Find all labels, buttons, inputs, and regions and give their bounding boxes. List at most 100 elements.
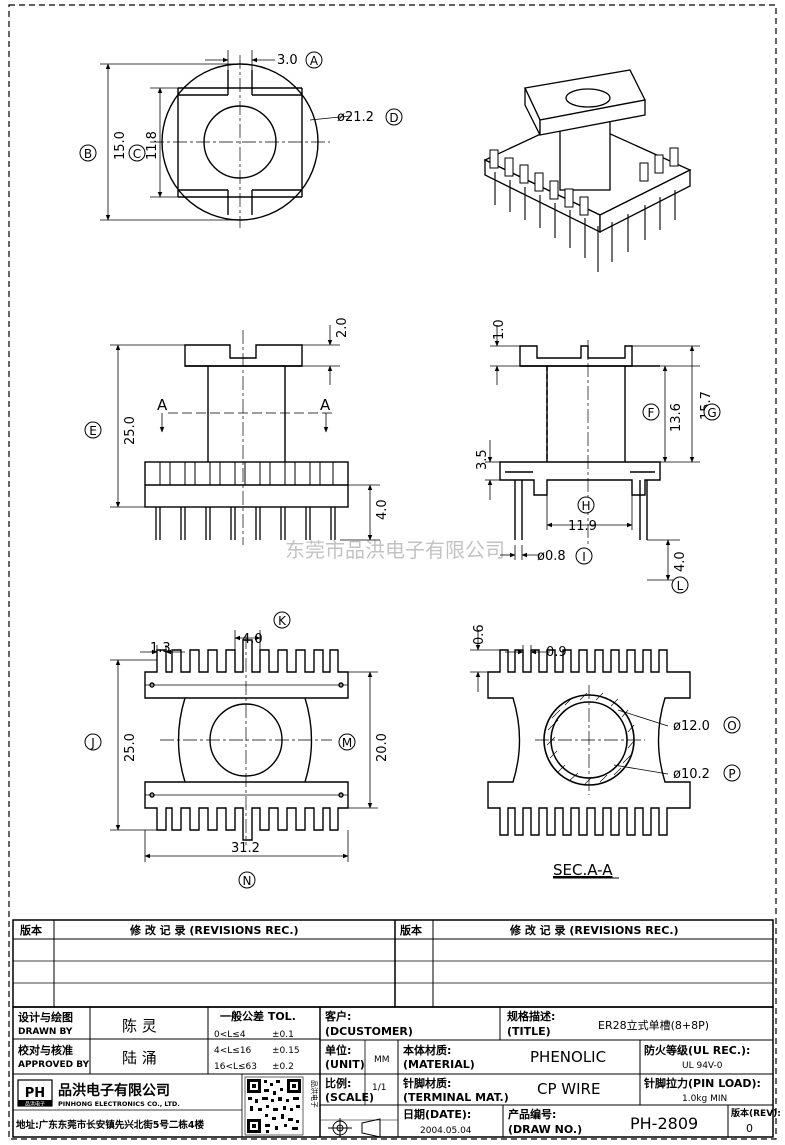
callout-b: B	[79, 144, 97, 162]
svg-text:I: I	[582, 550, 586, 564]
title-label-en: (TITLE)	[507, 1025, 551, 1038]
company-name-en: PINHONG ELECTRONICS CO., LTD.	[58, 1100, 180, 1108]
unit-value: MM	[374, 1055, 390, 1065]
top-view	[150, 55, 330, 228]
section-mark-right: A	[320, 396, 331, 414]
svg-text:L: L	[677, 579, 684, 593]
rev-value: 0	[746, 1122, 753, 1135]
projection-symbol-icon	[328, 1118, 381, 1138]
pin-load-label: 针脚拉力(PIN LOAD):	[644, 1076, 761, 1090]
front-view-dimensions	[110, 325, 380, 541]
callout-h: H	[577, 496, 595, 514]
svg-text:F: F	[648, 406, 655, 420]
svg-text:O: O	[727, 719, 736, 733]
dim-3-5: 3.5	[475, 449, 490, 470]
tol-range-3: 16<L≤63	[214, 1062, 257, 1072]
sheet-border	[8, 4, 777, 1140]
company-name-cn: 品洪电子有限公司	[58, 1082, 170, 1099]
dim-4-0-side: 4.0	[673, 551, 688, 572]
tol-value-2: ±0.15	[272, 1046, 300, 1056]
callout-n: N	[238, 871, 256, 889]
tol-value-1: ±0.1	[272, 1030, 294, 1040]
callout-k: K	[273, 611, 291, 629]
qr-code-icon	[244, 1076, 304, 1136]
approved-label-en: APPROVED BY	[18, 1060, 90, 1070]
scale-label-en: (SCALE)	[325, 1091, 374, 1104]
unit-label-cn: 单位:	[325, 1043, 351, 1057]
dim-10-2: ø10.2	[673, 767, 710, 782]
rev-header-record-2: 修 改 记 录 (REVISIONS REC.)	[509, 923, 679, 937]
dim-0-6: 0.6	[472, 624, 487, 645]
tolerance-title: 一般公差 TOL.	[220, 1009, 296, 1023]
rev-header-record: 修 改 记 录 (REVISIONS REC.)	[129, 923, 299, 937]
dim-13-6: 13.6	[669, 403, 684, 432]
dim-11-8: 11.8	[145, 131, 160, 160]
section-view	[487, 649, 691, 836]
customer-label-cn: 客户:	[324, 1009, 351, 1023]
bottom-view-dimensions	[110, 630, 378, 862]
customer-label-en: (DCUSTOMER)	[325, 1025, 413, 1038]
terminal-label-cn: 针脚材质:	[403, 1076, 451, 1090]
ul-label: 防火等级(UL REC.):	[644, 1043, 750, 1057]
dim-15-0: 15.0	[113, 131, 128, 160]
material-label-cn: 本体材质:	[403, 1043, 451, 1057]
tol-value-3: ±0.2	[272, 1062, 294, 1072]
section-label: SEC.A-A	[553, 861, 613, 879]
dim-25-0-front: 25.0	[123, 416, 138, 445]
dim-20-0: 20.0	[375, 733, 390, 762]
title-value: ER28立式单槽(8+8P)	[598, 1018, 709, 1032]
scale-label-cn: 比例:	[325, 1076, 351, 1090]
dim-0-8: ø0.8	[537, 549, 566, 564]
scale-value: 1/1	[372, 1083, 386, 1093]
callout-a: A	[305, 51, 323, 69]
callout-l: L	[671, 576, 689, 594]
dim-11-9: 11.9	[568, 519, 597, 534]
svg-text:G: G	[707, 406, 716, 420]
svg-text:J: J	[90, 736, 95, 750]
svg-text:E: E	[89, 424, 97, 438]
dim-21-2: ø21.2	[337, 110, 374, 125]
svg-text:B: B	[84, 147, 92, 161]
svg-text:H: H	[581, 499, 590, 513]
bottom-view	[144, 635, 349, 845]
drawn-by-label-en: DRAWN BY	[18, 1027, 73, 1037]
company-address: 地址:广东东莞市长安镇先兴北街5号二栋4楼	[16, 1119, 205, 1131]
date-label: 日期(DATE):	[403, 1107, 471, 1121]
dim-1-0: 1.0	[492, 319, 507, 340]
dim-2-0: 2.0	[335, 317, 350, 338]
svg-text:品洪电子: 品洪电子	[25, 1101, 45, 1108]
title-block-grid	[12, 1006, 774, 1138]
callout-g: G	[703, 403, 721, 421]
rev-label: 版本(REV):	[730, 1107, 781, 1119]
material-label-en: (MATERIAL)	[403, 1058, 475, 1071]
svg-text:D: D	[389, 111, 398, 125]
svg-text:M: M	[342, 736, 352, 750]
callout-p: P	[723, 764, 741, 782]
callout-i: I	[575, 547, 593, 565]
front-view	[144, 330, 349, 545]
section-mark-left: A	[157, 396, 168, 414]
isometric-view	[483, 69, 692, 272]
callout-e: E	[84, 421, 102, 439]
section-view-dimensions	[470, 630, 669, 775]
date-value: 2004.05.04	[420, 1126, 472, 1136]
dim-4-0-bottom: 4.0	[242, 632, 263, 647]
callout-c: C	[128, 144, 146, 162]
revisions-table	[12, 919, 774, 1008]
dim-4-0-front: 4.0	[375, 499, 390, 520]
drawno-label-cn: 产品编号:	[508, 1107, 556, 1121]
title-label-cn: 规格描述:	[507, 1009, 555, 1023]
dim-3-0: 3.0	[277, 53, 298, 68]
rev-header-version: 版本	[20, 923, 42, 937]
callout-d: D	[385, 108, 403, 126]
dim-1-3: 1.3	[150, 641, 171, 656]
terminal-value: CP WIRE	[537, 1080, 600, 1098]
svg-text:K: K	[278, 614, 287, 628]
terminal-label-en: (TERMINAL MAT.)	[403, 1091, 509, 1104]
drawn-by-label-cn: 设计与绘图	[18, 1010, 73, 1024]
material-value: PHENOLIC	[530, 1048, 606, 1066]
callout-o: O	[723, 716, 741, 734]
svg-text:N: N	[243, 874, 252, 888]
svg-text:P: P	[728, 767, 735, 781]
svg-text:C: C	[133, 147, 141, 161]
